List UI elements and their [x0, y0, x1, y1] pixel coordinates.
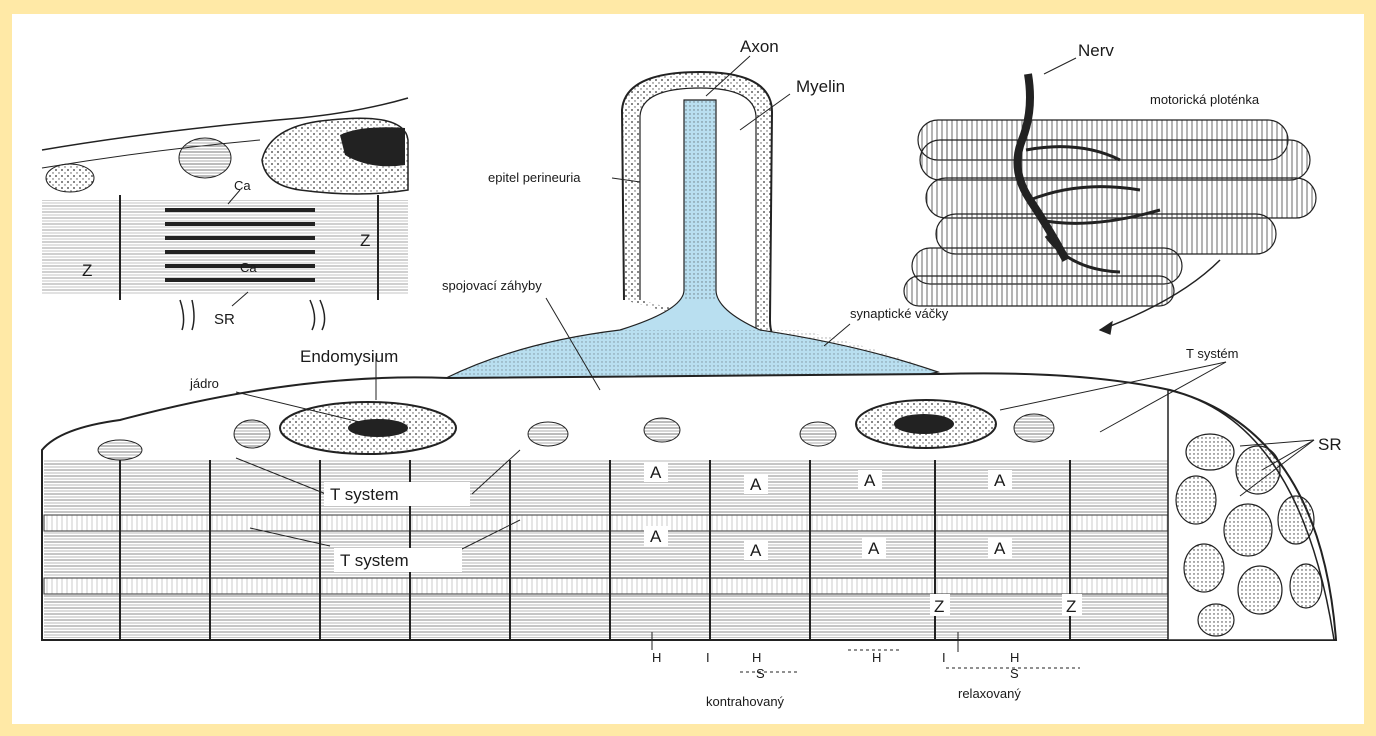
label-epitel-perineuria: epitel perineuria [488, 170, 581, 185]
muscle-fiber [42, 373, 1336, 640]
label-synapticke-vacky: synaptické váčky [850, 306, 949, 321]
label-jadro: jádro [189, 376, 219, 391]
label-relaxovany: relaxovaný [958, 686, 1021, 701]
axon-myelin [446, 72, 938, 392]
inset-sarcomere: Ca Ca Z Z SR [42, 98, 408, 330]
label-axon: Axon [740, 37, 779, 56]
label-h-2: H [752, 650, 761, 665]
label-nerv: Nerv [1078, 41, 1114, 60]
label-a-8: A [994, 539, 1006, 558]
label-i-1: I [706, 650, 710, 665]
label-z-right: Z [360, 231, 370, 250]
label-ca-mid: Ca [240, 260, 257, 275]
label-a-2: A [750, 475, 762, 494]
label-ca-top: Ca [234, 178, 251, 193]
label-z-band-2: Z [1066, 597, 1076, 616]
label-motor-plate: motorická ploténka [1150, 92, 1260, 107]
label-t-system-1: T system [330, 485, 399, 504]
label-myelin: Myelin [796, 77, 845, 96]
label-a-3: A [864, 471, 876, 490]
label-a-7: A [868, 539, 880, 558]
label-spojovaci-zahyby: spojovací záhyby [442, 278, 542, 293]
label-a-4: A [994, 471, 1006, 490]
label-h-4: H [1010, 650, 1019, 665]
label-s-1: S [756, 666, 765, 681]
label-sr-inset: SR [214, 311, 235, 328]
label-z-left: Z [82, 261, 92, 280]
sarcomere-scale: H I H S H I H S kontrahovaný relaxovaný [652, 650, 1080, 709]
label-z-band-1: Z [934, 597, 944, 616]
label-sr-right: SR [1318, 435, 1342, 454]
label-a-6: A [750, 541, 762, 560]
label-t-system-right: T systém [1186, 346, 1239, 361]
label-i-2: I [942, 650, 946, 665]
label-t-system-2: T system [340, 551, 409, 570]
label-a-5: A [650, 527, 662, 546]
label-h-1: H [652, 650, 661, 665]
label-h-3: H [872, 650, 881, 665]
label-a-1: A [650, 463, 662, 482]
label-kontrahovany: kontrahovaný [706, 694, 785, 709]
motor-plate-fibers [904, 74, 1316, 334]
label-endomysium: Endomysium [300, 347, 398, 366]
